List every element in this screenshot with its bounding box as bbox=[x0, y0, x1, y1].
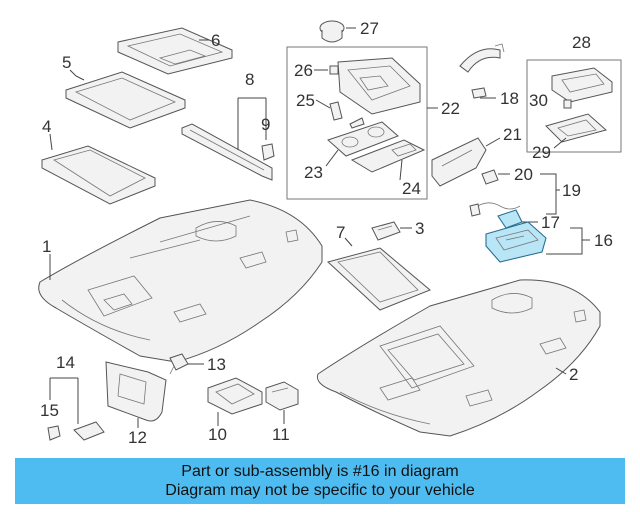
part-11-switch bbox=[265, 381, 299, 411]
part-7-sunroof-frame bbox=[326, 247, 431, 311]
callout-25: 25 bbox=[296, 91, 315, 110]
callout-16: 16 bbox=[594, 231, 613, 250]
part-21-bracket bbox=[431, 137, 487, 187]
callout-8: 8 bbox=[245, 70, 254, 89]
part-26-clip bbox=[329, 65, 339, 75]
part-16-room-lamp-assembly[interactable] bbox=[485, 221, 547, 263]
banner-line-1: Part or sub-assembly is #16 in diagram bbox=[181, 463, 459, 480]
part-25-bulb bbox=[329, 101, 343, 121]
part-19-harness bbox=[469, 202, 521, 217]
callout-7: 7 bbox=[336, 223, 345, 242]
part-20-connector bbox=[481, 169, 499, 185]
callout-4: 4 bbox=[42, 117, 51, 136]
callout-1: 1 bbox=[42, 237, 51, 256]
callout-24: 24 bbox=[402, 179, 421, 198]
part-28-lamp bbox=[551, 67, 613, 103]
callout-12: 12 bbox=[128, 428, 147, 447]
group-frame-22 bbox=[286, 46, 428, 200]
part-24-cover bbox=[350, 139, 426, 173]
callout-6: 6 bbox=[211, 31, 220, 50]
part-5-roof-panel bbox=[65, 71, 186, 129]
part-25b-small-bulb bbox=[349, 117, 365, 129]
callout-27: 27 bbox=[360, 19, 379, 38]
part-8-roof-rail bbox=[181, 123, 273, 181]
part-23-lens bbox=[327, 121, 399, 157]
callout-30: 30 bbox=[529, 91, 548, 110]
info-banner: Part or sub-assembly is #16 in diagram D… bbox=[15, 458, 625, 504]
callout-21: 21 bbox=[503, 125, 522, 144]
part-10-lamp bbox=[207, 377, 263, 415]
part-12-sun-visor bbox=[105, 361, 167, 422]
part-15-screw bbox=[47, 425, 61, 441]
callout-13: 13 bbox=[207, 355, 226, 374]
part-22-console bbox=[337, 57, 421, 115]
part-4-insulation bbox=[41, 145, 156, 205]
callout-9: 9 bbox=[261, 115, 270, 134]
callout-5: 5 bbox=[62, 53, 71, 72]
callout-29: 29 bbox=[532, 143, 551, 162]
part-18-grab-handle bbox=[459, 43, 505, 99]
callout-23: 23 bbox=[304, 163, 323, 182]
callout-11: 11 bbox=[272, 425, 290, 444]
callout-18: 18 bbox=[500, 89, 519, 108]
part-27-dome-lamp bbox=[319, 20, 345, 43]
callout-26: 26 bbox=[294, 61, 313, 80]
callout-2: 2 bbox=[569, 365, 578, 384]
callout-22: 22 bbox=[441, 99, 460, 118]
callout-19: 19 bbox=[562, 181, 581, 200]
part-2-headliner-sunroof bbox=[316, 279, 601, 437]
banner-line-2: Diagram may not be specific to your vehi… bbox=[165, 482, 475, 499]
callout-17: 17 bbox=[541, 213, 560, 232]
part-29-lens bbox=[545, 113, 608, 143]
callout-28: 28 bbox=[572, 33, 591, 52]
part-30-bulb bbox=[563, 99, 572, 109]
part-3-clip bbox=[371, 221, 401, 241]
callout-15: 15 bbox=[40, 401, 59, 420]
part-1-headliner bbox=[38, 199, 323, 363]
group-frame-28 bbox=[526, 59, 622, 153]
callout-3: 3 bbox=[415, 219, 424, 238]
part-9-clip bbox=[261, 143, 275, 161]
part-14-visor-holder bbox=[73, 421, 105, 441]
callout-14: 14 bbox=[56, 353, 75, 372]
callout-20: 20 bbox=[514, 165, 533, 184]
callout-10: 10 bbox=[208, 425, 227, 444]
